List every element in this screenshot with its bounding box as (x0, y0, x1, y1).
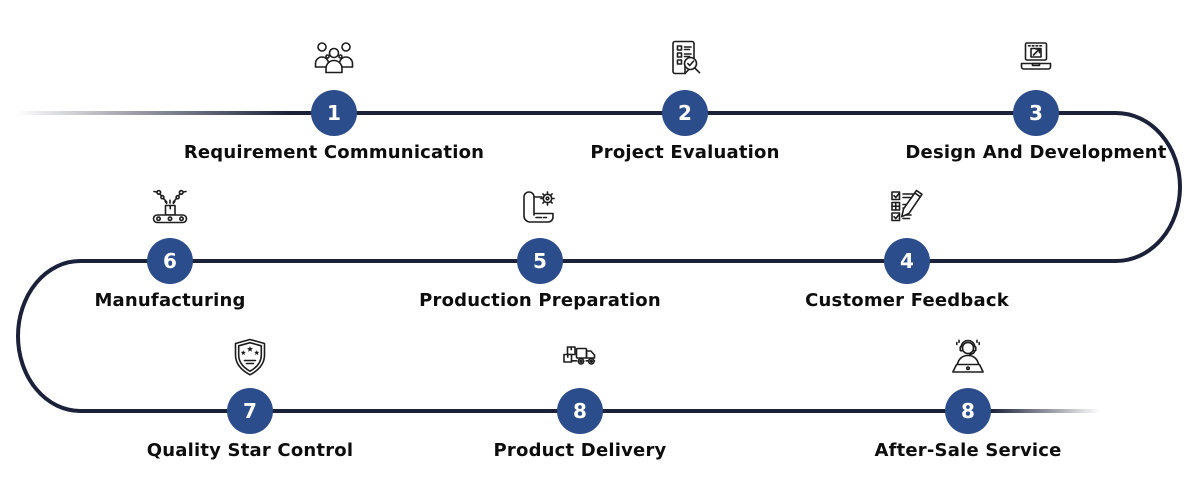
step-label: Customer Feedback (805, 290, 1009, 311)
step-number: 6 (163, 249, 177, 273)
step-label: Manufacturing (94, 290, 246, 311)
step-label: Product Delivery (493, 440, 667, 461)
evaluation-checklist-magnifier-icon (661, 36, 709, 84)
step-2-project-evaluation: 2 Project Evaluation (505, 36, 865, 164)
step-5-production-preparation: 5 Production Preparation (360, 184, 720, 312)
step-1-requirement-communication: 1 Requirement Communication (154, 36, 514, 164)
robotic-welding-conveyor-icon (146, 184, 194, 232)
step-4-customer-feedback: 4 Customer Feedback (727, 184, 1087, 312)
step-label: After-Sale Service (874, 440, 1062, 461)
step-6-manufacturing: 6 Manufacturing (0, 184, 350, 312)
step-number: 7 (243, 399, 257, 423)
team-communication-icon (310, 36, 358, 84)
step-number-badge: 5 (517, 238, 563, 284)
step-number: 4 (900, 249, 914, 273)
step-number: 8 (961, 399, 975, 423)
step-8-product-delivery: 8 Product Delivery (400, 334, 760, 462)
feedback-checklist-pencil-icon (883, 184, 931, 232)
step-number: 5 (533, 249, 547, 273)
step-number-badge: 7 (227, 388, 273, 434)
step-number-badge: 3 (1013, 90, 1059, 136)
delivery-truck-boxes-icon (556, 334, 604, 382)
step-label: Project Evaluation (590, 142, 780, 163)
step-3-design-and-development: 3 Design And Development (856, 36, 1200, 164)
support-agent-headset-icon (944, 334, 992, 382)
step-number-badge: 8 (557, 388, 603, 434)
step-7-quality-star-control: 7 Quality Star Control (70, 334, 430, 462)
step-number: 1 (327, 101, 341, 125)
step-number: 8 (573, 399, 587, 423)
step-number-badge: 2 (662, 90, 708, 136)
step-label: Design And Development (905, 142, 1167, 163)
flow-line-main (16, 111, 1182, 413)
shield-stars-icon (226, 334, 274, 382)
step-number-badge: 1 (311, 90, 357, 136)
step-number-badge: 4 (884, 238, 930, 284)
step-number-badge: 8 (945, 388, 991, 434)
step-label: Production Preparation (419, 290, 661, 311)
step-number-badge: 6 (147, 238, 193, 284)
step-number: 2 (678, 101, 692, 125)
blueprint-gear-icon (516, 184, 564, 232)
laptop-design-icon (1012, 36, 1060, 84)
step-label: Quality Star Control (146, 440, 354, 461)
step-number: 3 (1029, 101, 1043, 125)
step-9-after-sale-service: 8 After-Sale Service (788, 334, 1148, 462)
step-label: Requirement Communication (183, 142, 485, 163)
